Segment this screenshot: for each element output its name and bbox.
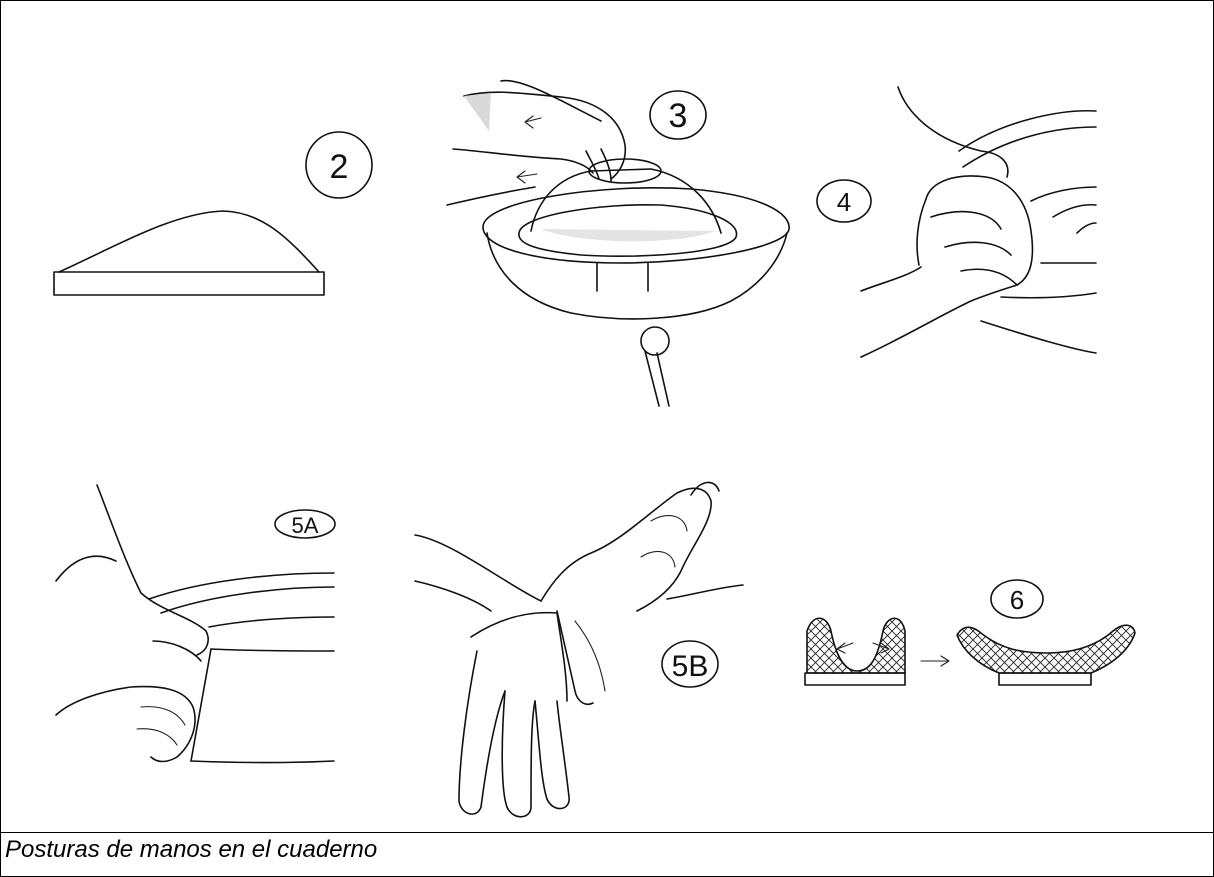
- step-4-number: 4: [837, 187, 851, 217]
- figure-caption: Posturas de manos en el cuaderno: [5, 835, 377, 865]
- step-5b-label: 5B: [662, 641, 718, 687]
- step-3-wheel-and-hands: [447, 81, 789, 406]
- step-6-number: 6: [1010, 585, 1024, 615]
- step-4-hands-on-clay: [861, 87, 1096, 357]
- sketch-panel: 2: [1, 1, 1213, 833]
- hand-postures-sketch: 2: [1, 1, 1213, 832]
- step-2-clay-mound: [54, 211, 324, 295]
- step-4-label: 4: [817, 180, 871, 222]
- step-6-label: 6: [991, 580, 1043, 618]
- step-3-label: 3: [650, 91, 706, 139]
- step-2-number: 2: [330, 148, 349, 186]
- step-2-label: 2: [306, 132, 372, 198]
- step-3-number: 3: [669, 97, 688, 135]
- step-5b-number: 5B: [672, 650, 709, 683]
- step-5a-label: 5A: [275, 510, 335, 538]
- step-6-cross-sections: [805, 618, 1135, 685]
- step-5a-number: 5A: [292, 513, 319, 538]
